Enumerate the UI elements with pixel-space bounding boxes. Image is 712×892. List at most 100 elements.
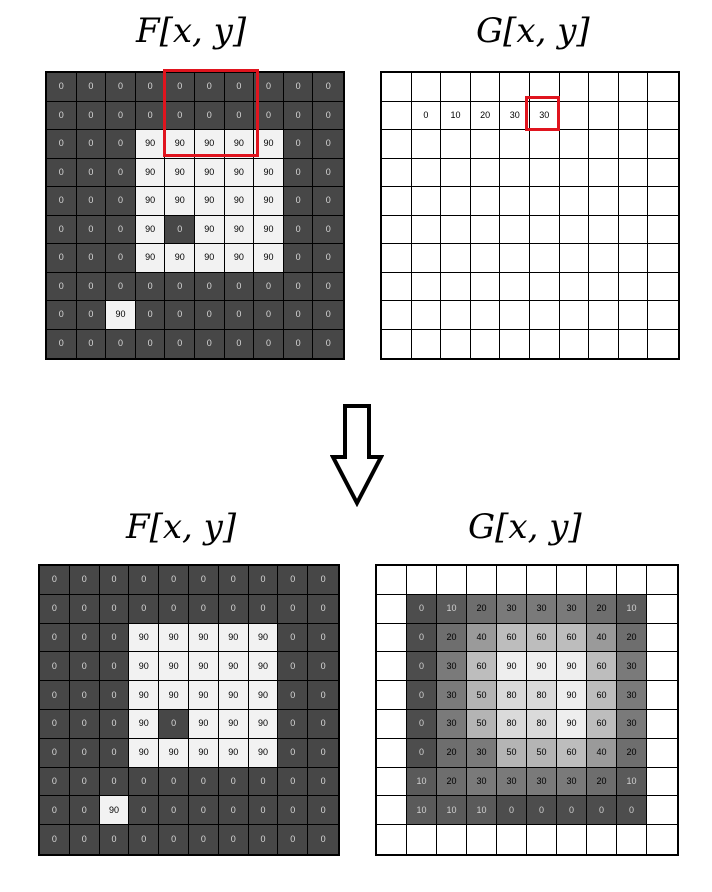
pixel-cell <box>617 566 647 595</box>
pixel-cell <box>530 329 560 358</box>
pixel-cell: 90 <box>159 652 189 682</box>
pixel-cell: 20 <box>437 623 467 653</box>
pixel-cell: 90 <box>248 681 279 710</box>
pixel-cell <box>618 244 649 273</box>
pixel-cell <box>411 187 442 216</box>
pixel-cell: 30 <box>437 709 467 739</box>
pixel-cell <box>618 158 649 187</box>
pixel-cell: 0 <box>224 101 255 130</box>
pixel-cell: 30 <box>530 101 560 130</box>
pixel-cell <box>377 566 407 595</box>
pixel-cell: 0 <box>135 301 166 330</box>
pixel-cell: 0 <box>129 825 160 854</box>
pixel-cell: 0 <box>47 73 77 102</box>
pixel-cell <box>470 130 501 159</box>
pixel-cell: 0 <box>188 825 219 854</box>
pixel-cell: 90 <box>195 187 225 216</box>
pixel-cell <box>647 738 677 768</box>
pixel-cell <box>618 130 649 159</box>
pixel-cell <box>382 301 412 330</box>
pixel-cell: 30 <box>500 101 530 130</box>
pixel-cell: 0 <box>165 73 195 102</box>
pixel-cell <box>500 158 530 187</box>
pixel-cell: 60 <box>587 681 617 710</box>
pixel-cell <box>589 158 619 187</box>
pixel-cell <box>589 215 619 244</box>
pixel-cell: 90 <box>135 158 166 187</box>
pixel-cell: 0 <box>106 215 136 244</box>
pixel-cell: 0 <box>313 187 343 216</box>
pixel-cell: 90 <box>135 130 166 159</box>
pixel-cell <box>647 623 677 653</box>
pixel-cell <box>382 215 412 244</box>
pixel-cell: 0 <box>47 101 77 130</box>
pixel-cell: 40 <box>587 623 617 653</box>
down-arrow-icon <box>330 404 384 507</box>
pixel-cell: 90 <box>106 301 136 330</box>
pixel-cell: 0 <box>283 301 314 330</box>
pixel-cell: 0 <box>76 215 107 244</box>
pixel-cell: 10 <box>617 767 647 797</box>
pixel-cell <box>557 566 587 595</box>
pixel-cell: 0 <box>283 158 314 187</box>
pixel-cell: 0 <box>47 329 77 358</box>
pixel-cell: 20 <box>467 594 497 624</box>
pixel-cell: 0 <box>313 130 343 159</box>
pixel-cell <box>497 566 527 595</box>
pixel-cell: 90 <box>248 709 279 739</box>
pixel-cell: 0 <box>224 73 255 102</box>
pixel-cell <box>647 825 677 854</box>
pixel-cell <box>530 272 560 301</box>
pixel-cell: 0 <box>407 681 437 710</box>
pixel-cell: 90 <box>224 130 255 159</box>
pixel-cell: 0 <box>76 101 107 130</box>
pixel-cell <box>500 244 530 273</box>
pixel-cell <box>587 825 617 854</box>
pixel-cell <box>382 158 412 187</box>
pixel-cell <box>441 130 471 159</box>
pixel-cell: 0 <box>587 796 617 826</box>
pixel-cell: 0 <box>278 796 309 826</box>
pixel-cell: 0 <box>47 301 77 330</box>
pixel-cell: 30 <box>437 681 467 710</box>
pixel-cell: 0 <box>248 825 279 854</box>
pixel-cell: 0 <box>278 738 309 768</box>
pixel-cell <box>407 825 437 854</box>
pixel-cell: 90 <box>195 158 225 187</box>
pixel-cell: 40 <box>587 738 617 768</box>
pixel-cell <box>589 130 619 159</box>
pixel-cell: 0 <box>47 130 77 159</box>
pixel-cell: 0 <box>218 566 249 595</box>
pixel-cell <box>618 329 649 358</box>
pixel-cell <box>470 244 501 273</box>
pixel-cell: 0 <box>497 796 527 826</box>
pixel-cell: 90 <box>527 652 557 682</box>
pixel-cell <box>411 130 442 159</box>
pixel-cell <box>559 244 590 273</box>
pixel-cell <box>441 187 471 216</box>
pixel-cell: 0 <box>76 301 107 330</box>
pixel-cell <box>617 825 647 854</box>
pixel-cell: 30 <box>467 767 497 797</box>
pixel-cell: 0 <box>407 623 437 653</box>
pixel-cell: 0 <box>106 101 136 130</box>
pixel-cell <box>441 329 471 358</box>
pixel-cell <box>648 272 678 301</box>
pixel-cell: 0 <box>69 825 100 854</box>
pixel-cell <box>470 158 501 187</box>
pixel-cell: 0 <box>248 594 279 624</box>
pixel-cell: 10 <box>441 101 471 130</box>
pixel-cell: 20 <box>470 101 501 130</box>
pixel-cell: 0 <box>278 681 309 710</box>
pixel-cell: 0 <box>76 187 107 216</box>
pixel-cell: 90 <box>224 187 255 216</box>
pixel-cell: 30 <box>497 594 527 624</box>
pixel-cell: 0 <box>313 329 343 358</box>
pixel-cell: 0 <box>47 244 77 273</box>
pixel-cell: 0 <box>47 187 77 216</box>
pixel-cell: 30 <box>617 709 647 739</box>
pixel-cell: 30 <box>527 767 557 797</box>
pixel-cell <box>647 652 677 682</box>
pixel-cell: 90 <box>497 652 527 682</box>
